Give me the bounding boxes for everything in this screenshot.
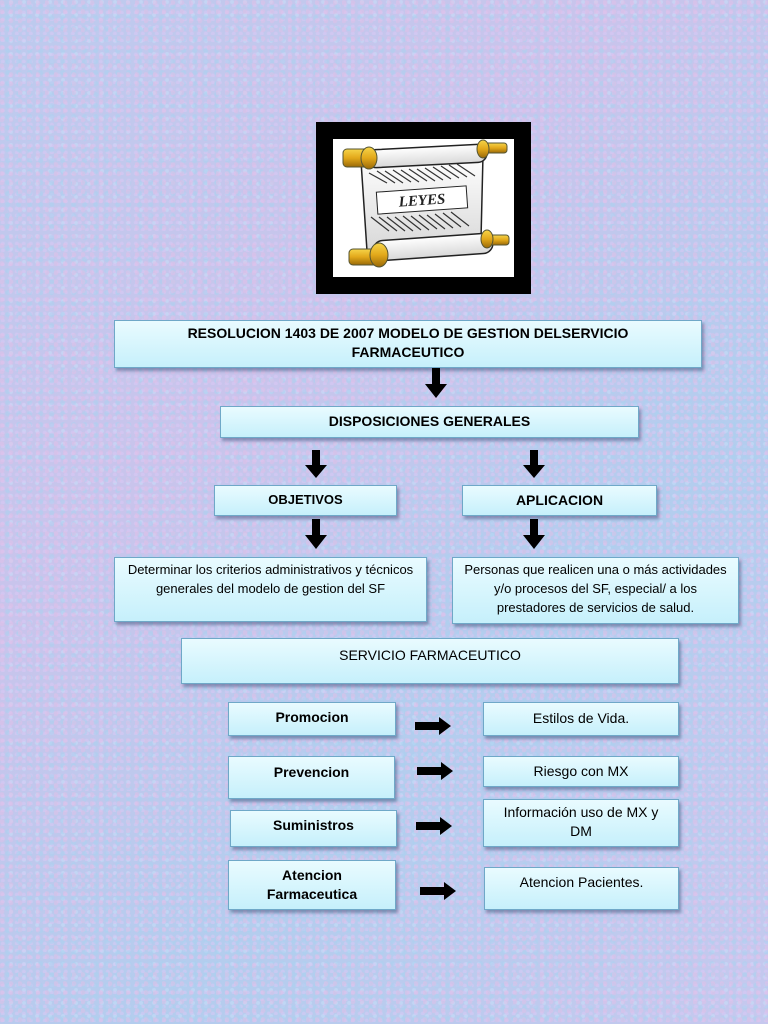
servicio-text: SERVICIO FARMACEUTICO bbox=[339, 646, 521, 665]
arrow-down-icon bbox=[523, 450, 545, 478]
service-detail: Riesgo con MX bbox=[534, 762, 629, 781]
leyes-logo-frame: LEYES bbox=[316, 122, 531, 294]
title-text: RESOLUCION 1403 DE 2007 MODELO DE GESTIO… bbox=[145, 324, 671, 362]
service-detail: Información uso de MX y DM bbox=[500, 803, 662, 841]
objetivos-box: OBJETIVOS bbox=[214, 485, 397, 516]
service-detail-box: Atencion Pacientes. bbox=[484, 867, 679, 910]
service-name: Suministros bbox=[273, 816, 354, 835]
objetivos-description: Determinar los criterios administrativos… bbox=[127, 560, 414, 598]
service-name-box: Promocion bbox=[228, 702, 396, 736]
service-detail-box: Información uso de MX y DM bbox=[483, 799, 679, 847]
arrow-right-icon bbox=[415, 717, 451, 735]
title-box: RESOLUCION 1403 DE 2007 MODELO DE GESTIO… bbox=[114, 320, 702, 368]
service-name: Promocion bbox=[275, 708, 348, 727]
objetivos-label: OBJETIVOS bbox=[268, 490, 342, 509]
servicio-box: SERVICIO FARMACEUTICO bbox=[181, 638, 679, 684]
aplicacion-label: APLICACION bbox=[516, 491, 603, 510]
scroll-icon: LEYES bbox=[333, 139, 514, 277]
arrow-down-icon bbox=[425, 368, 447, 398]
arrow-down-icon bbox=[305, 450, 327, 478]
service-name-box: Suministros bbox=[230, 810, 397, 847]
arrow-down-icon bbox=[523, 519, 545, 549]
service-detail-box: Riesgo con MX bbox=[483, 756, 679, 787]
objetivos-description-box: Determinar los criterios administrativos… bbox=[114, 557, 427, 622]
aplicacion-description: Personas que realicen una o más activida… bbox=[461, 560, 730, 617]
service-detail-box: Estilos de Vida. bbox=[483, 702, 679, 736]
service-name: Atencion Farmaceutica bbox=[249, 866, 375, 904]
leyes-logo: LEYES bbox=[330, 136, 517, 280]
arrow-right-icon bbox=[420, 882, 456, 900]
service-name-box: Prevencion bbox=[228, 756, 395, 799]
arrow-right-icon bbox=[417, 762, 453, 780]
aplicacion-description-box: Personas que realicen una o más activida… bbox=[452, 557, 739, 624]
arrow-right-icon bbox=[416, 817, 452, 835]
general-box: DISPOSICIONES GENERALES bbox=[220, 406, 639, 438]
aplicacion-box: APLICACION bbox=[462, 485, 657, 516]
service-detail: Estilos de Vida. bbox=[533, 709, 629, 728]
arrow-down-icon bbox=[305, 519, 327, 549]
service-name: Prevencion bbox=[274, 763, 349, 782]
logo-text: LEYES bbox=[397, 191, 446, 210]
general-text: DISPOSICIONES GENERALES bbox=[329, 412, 530, 431]
service-name-box: Atencion Farmaceutica bbox=[228, 860, 396, 910]
service-detail: Atencion Pacientes. bbox=[520, 873, 644, 892]
